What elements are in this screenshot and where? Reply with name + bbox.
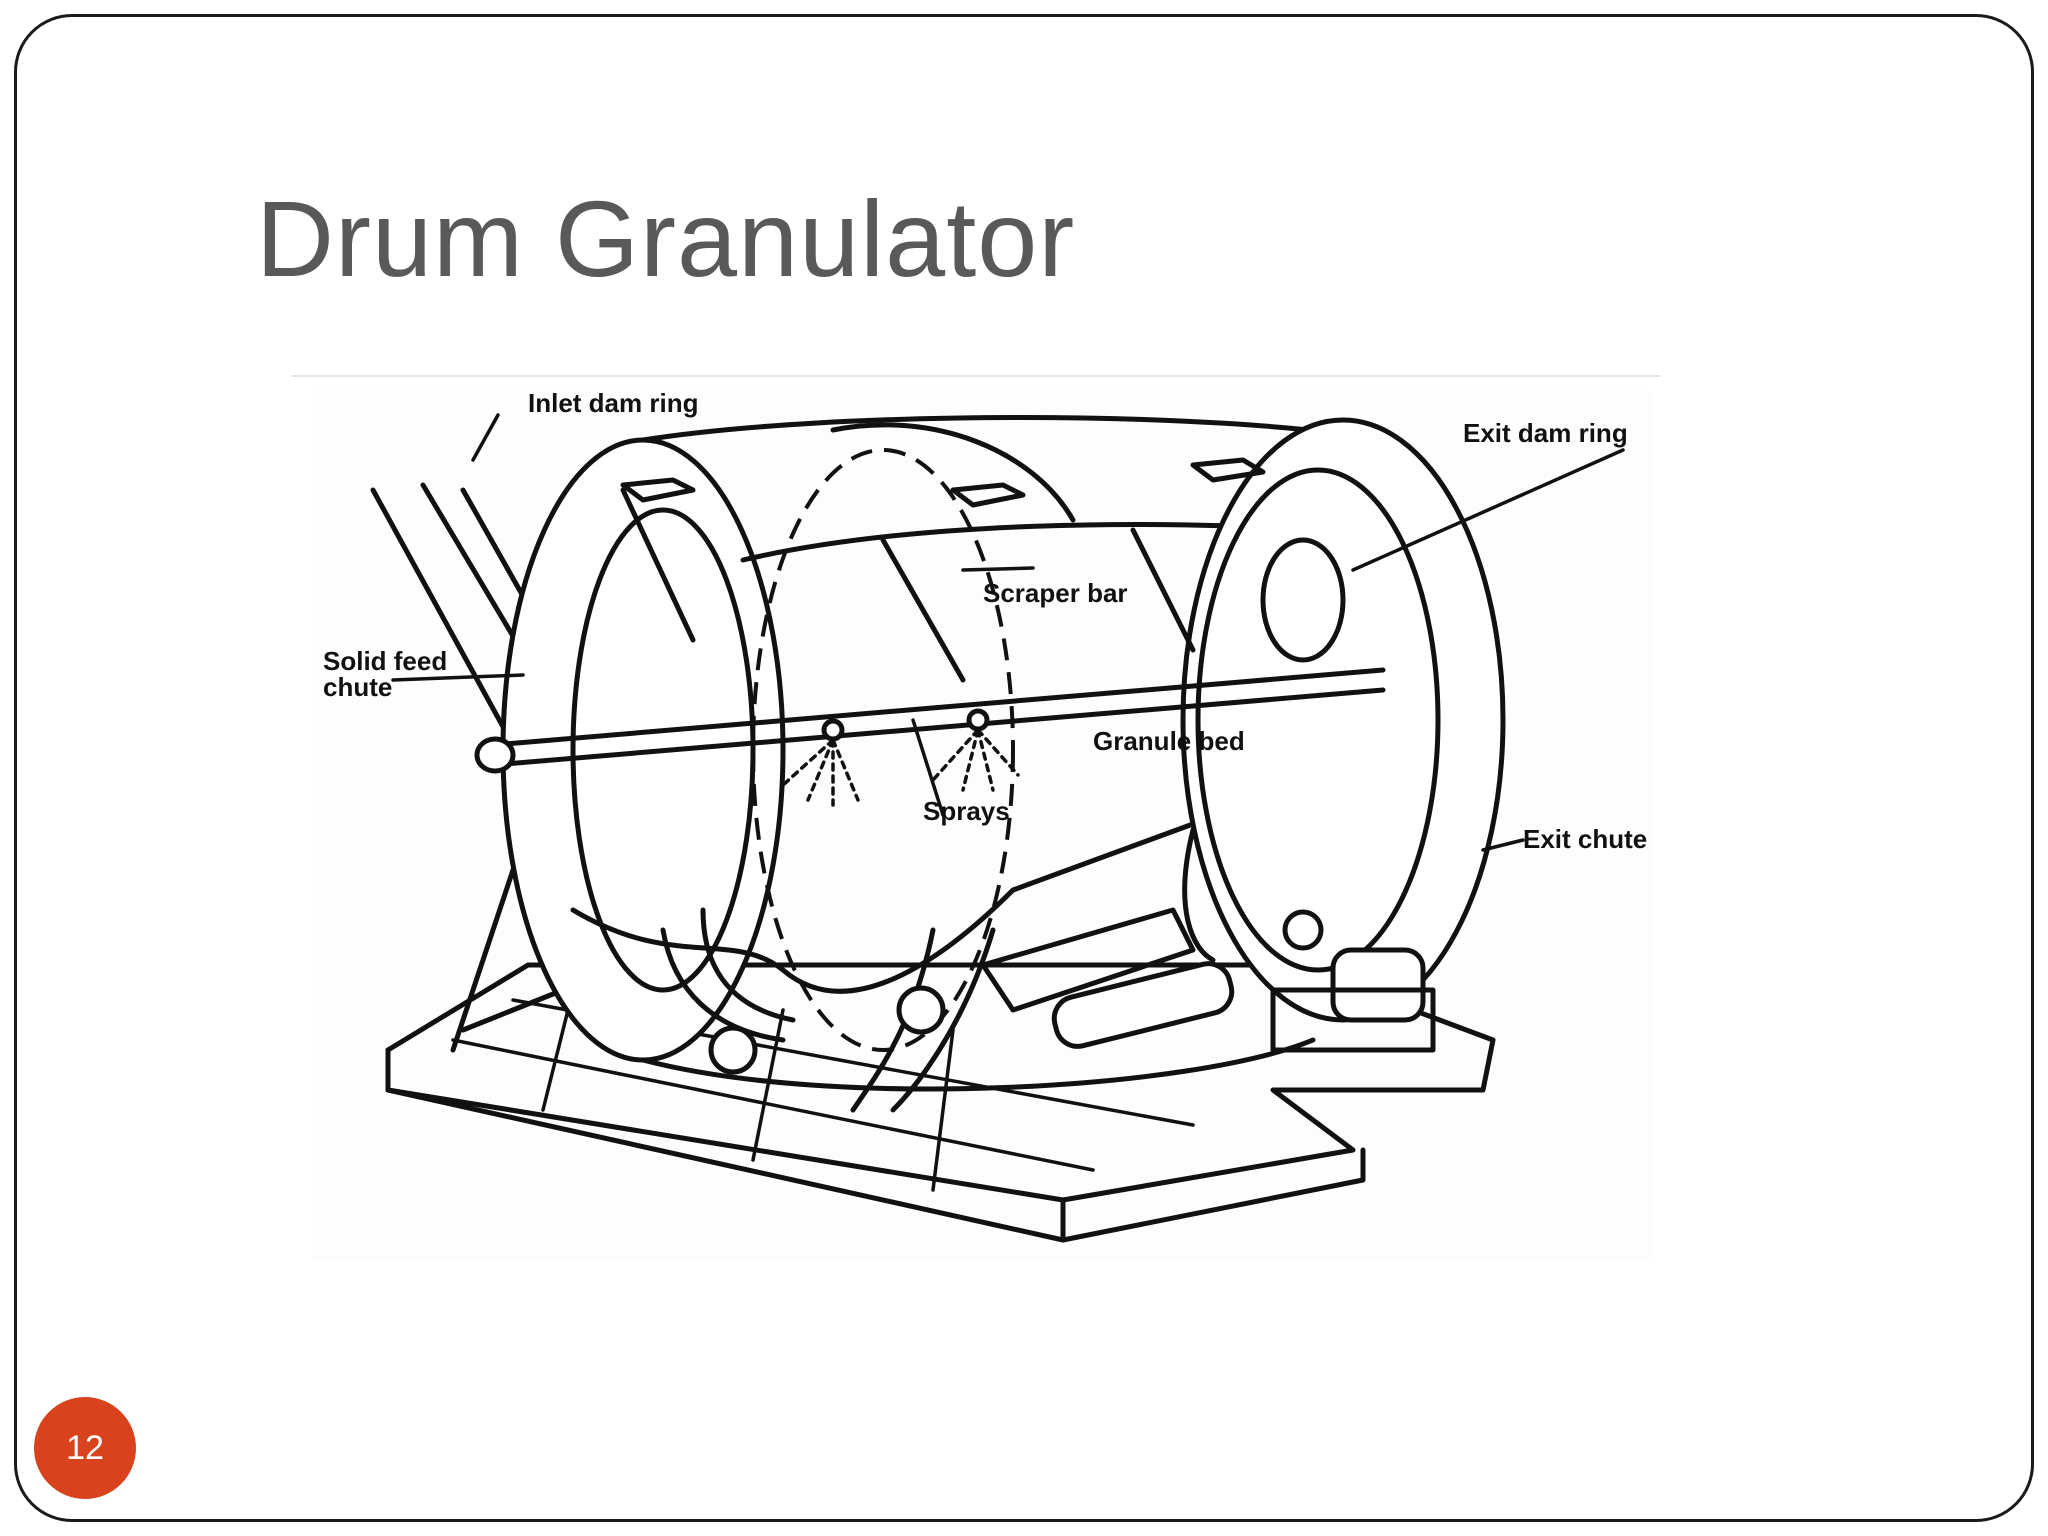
slide-title: Drum Granulator (256, 178, 1076, 299)
label-solid-feed: Solid feed (323, 646, 447, 676)
page-number-badge: 12 (34, 1397, 136, 1499)
label-inlet-dam-ring: Inlet dam ring (528, 390, 698, 418)
label-solid-feed-chute: chute (323, 672, 392, 702)
label-sprays: Sprays (923, 796, 1010, 826)
base-frame (385, 962, 1496, 1243)
label-exit-dam-ring: Exit dam ring (1463, 418, 1628, 448)
label-leaders (391, 413, 1625, 852)
diagram-drawing: Inlet dam ring Exit dam ring Scraper bar… (323, 390, 1647, 1243)
ring-gear (751, 422, 1076, 1113)
rollers-and-drive (660, 827, 1436, 1075)
drum-granulator-diagram: Inlet dam ring Exit dam ring Scraper bar… (313, 390, 1653, 1260)
scraper-bar (474, 487, 1386, 774)
figure-divider (291, 375, 1661, 377)
tyre-clamps (620, 457, 1266, 508)
label-granule-bed: Granule bed (1093, 726, 1245, 756)
spray-nozzles (781, 708, 1020, 807)
label-scraper-bar: Scraper bar (983, 578, 1128, 608)
exit-dam-ring (1180, 417, 1506, 1023)
label-exit-chute: Exit chute (1523, 824, 1647, 854)
